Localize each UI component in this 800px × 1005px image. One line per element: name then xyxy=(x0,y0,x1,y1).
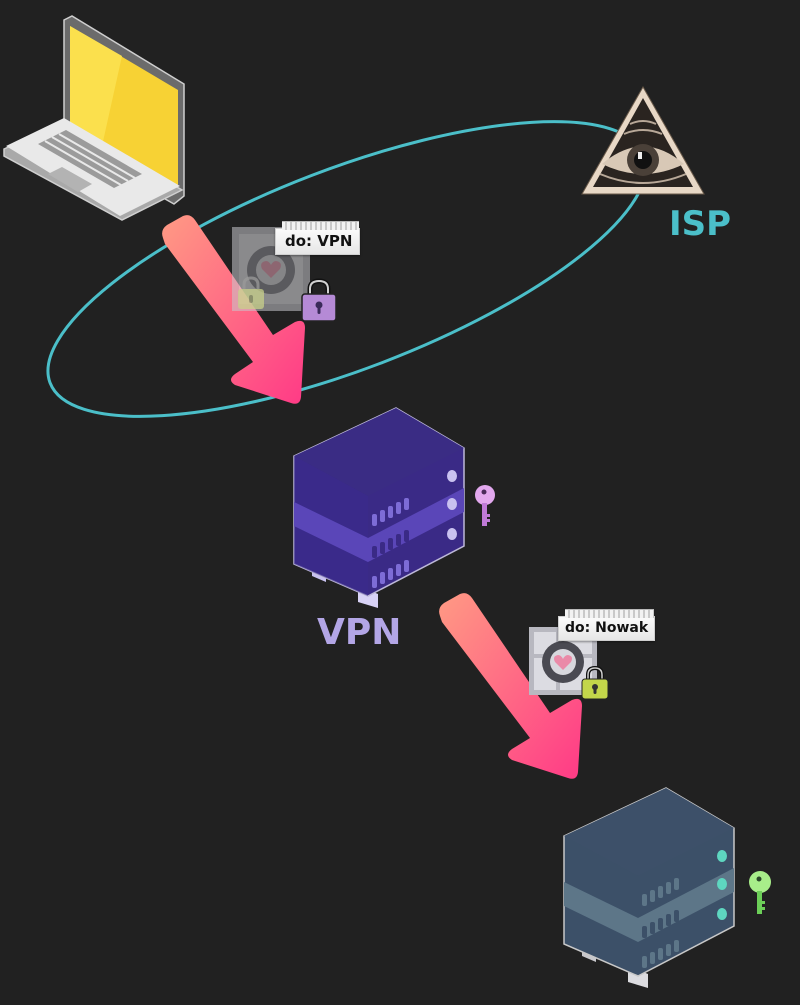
isp-label: ISP xyxy=(669,204,732,244)
packet-to-vpn: do: VPN xyxy=(231,218,371,326)
laptop-icon[interactable] xyxy=(2,14,187,221)
vpn-server-icon[interactable] xyxy=(292,406,467,610)
destination-key-icon xyxy=(749,871,771,914)
packet-address-note: do: VPN xyxy=(275,221,361,255)
packet-to-destination: do: Nowak xyxy=(527,606,657,702)
packet-address-note: do: Nowak xyxy=(558,609,656,641)
eye-of-providence-icon xyxy=(581,85,705,195)
destination-server-icon[interactable] xyxy=(562,786,737,990)
outer-lock-icon xyxy=(301,278,337,322)
lock-icon xyxy=(581,665,609,700)
vpn-key-icon xyxy=(475,485,495,526)
inner-lock-icon xyxy=(238,276,264,309)
vpn-label: VPN xyxy=(317,612,402,653)
arrow-vpn-to-destination xyxy=(439,593,582,779)
